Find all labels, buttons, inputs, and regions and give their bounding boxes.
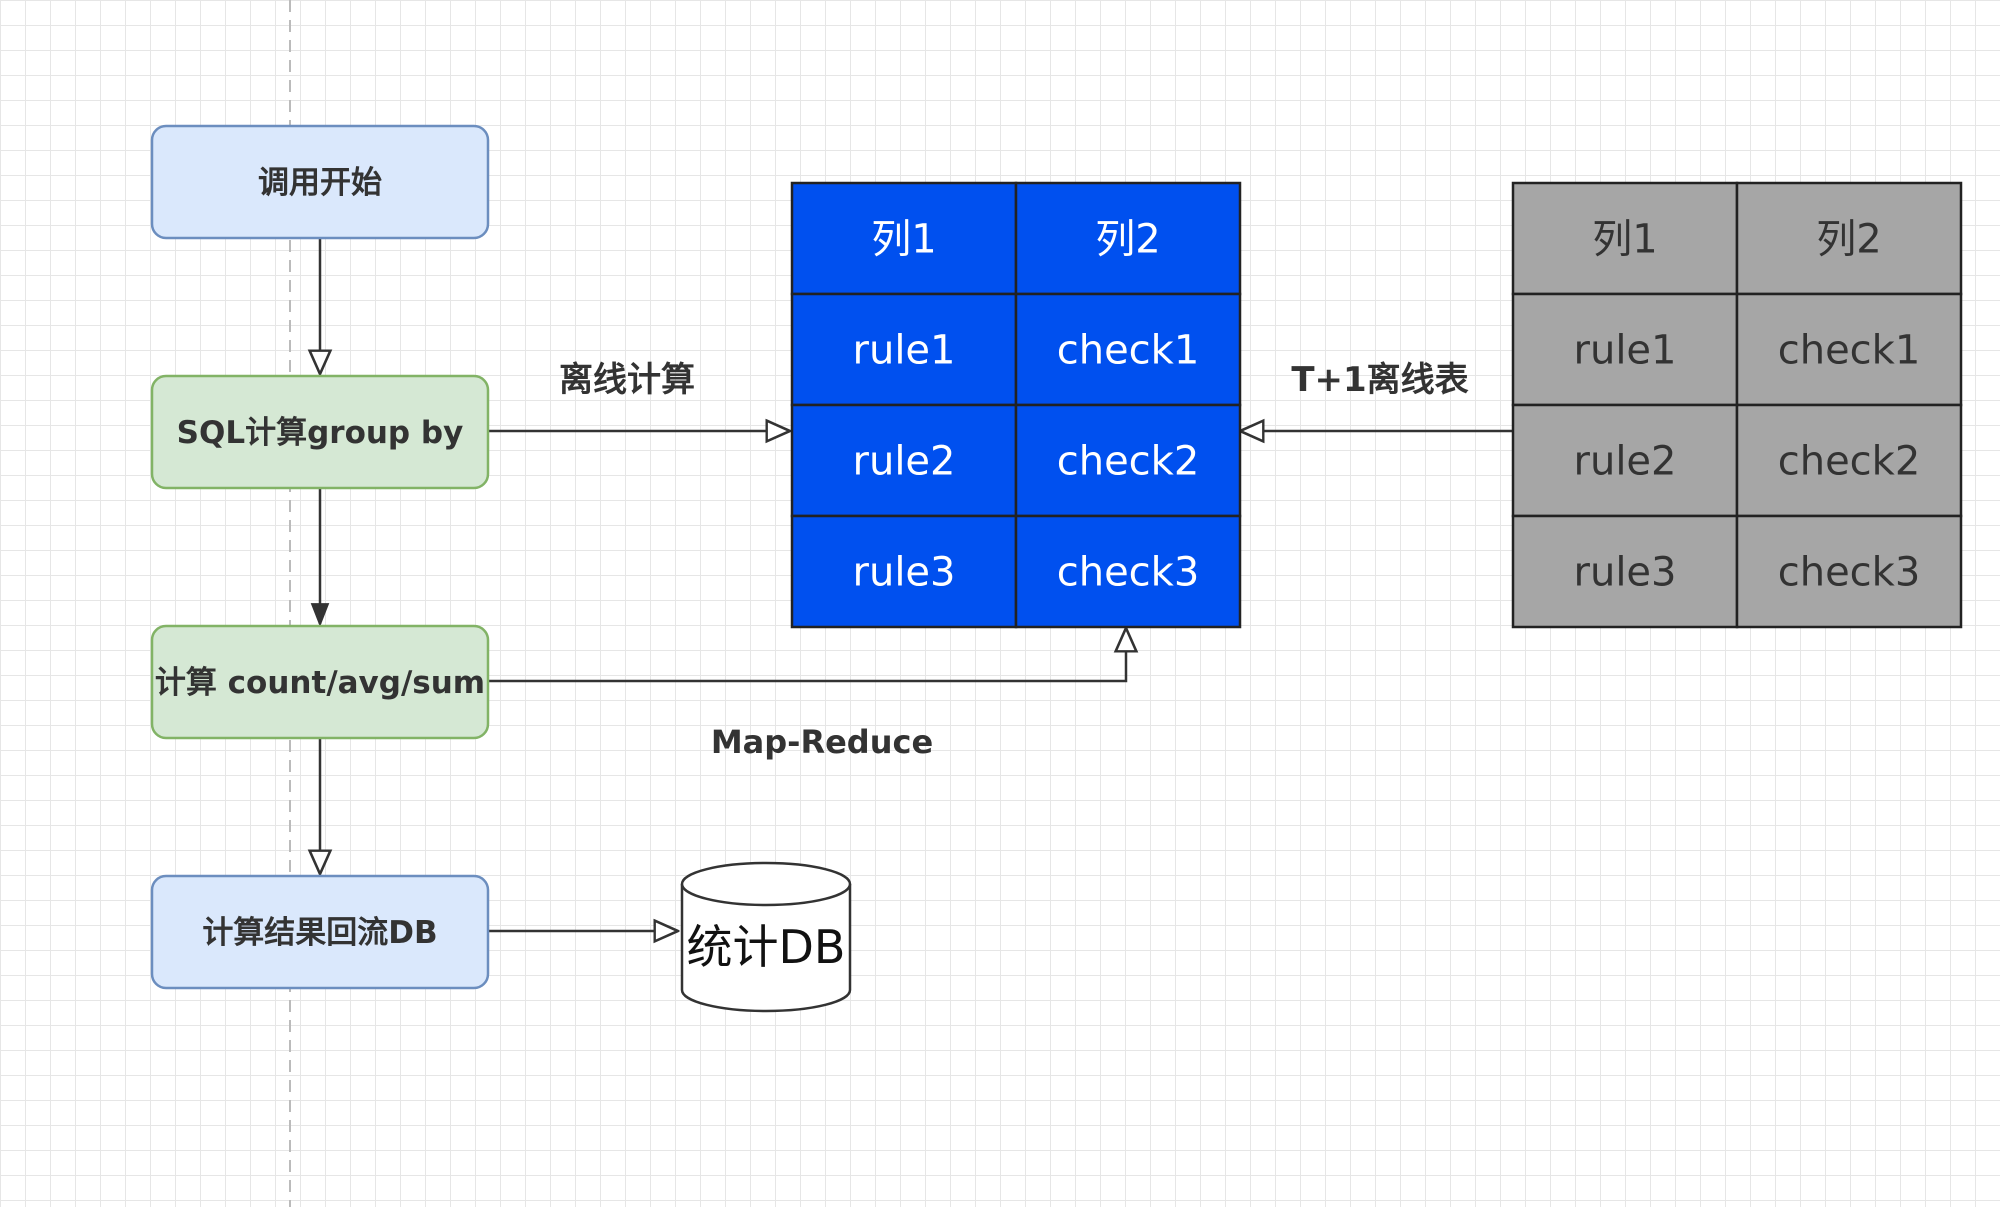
table-cell: rule3: [853, 550, 956, 596]
table-cell: check1: [1057, 328, 1200, 374]
database-cylinder: 统计DB: [680, 861, 852, 1013]
table-cell: rule2: [853, 439, 956, 485]
edges: [320, 238, 1512, 931]
table-cell-bg: [1735, 403, 1963, 518]
edge-label-offline-calc: 离线计算: [559, 360, 695, 400]
table-header-cell: 列2: [1095, 217, 1160, 263]
blue-table: 列1 列2 rule1 check1 rule2 check2 rule3 check3: [790, 181, 1242, 629]
table-cell: check2: [1057, 439, 1200, 485]
edge-label-map-reduce: Map-Reduce: [711, 723, 933, 761]
gray-table: 列1 列2 rule1 check1 rule2 check2 rule3 check3: [1511, 181, 1963, 629]
table-cell-bg: [1735, 514, 1963, 629]
table-cell: rule3: [1574, 550, 1677, 596]
edge-calc-to-blue-table: [488, 628, 1126, 683]
table-cell-bg: [1014, 403, 1242, 518]
flow-nodes: 调用开始 SQL计算group by 计算 count/avg/sum 计算结果回流D…: [150, 124, 490, 990]
db-top: [680, 861, 852, 907]
table-header-cell-bg: [1511, 181, 1739, 296]
table-header-cell: 列1: [871, 217, 936, 263]
table-cell: rule1: [853, 328, 956, 374]
flow-node-label: 计算 count/avg/sum: [155, 665, 485, 701]
flow-node-label: 调用开始: [258, 165, 382, 201]
table-cell-bg: [1014, 514, 1242, 629]
db-body: [680, 884, 852, 1013]
table-cell: check3: [1778, 550, 1921, 596]
table-cell-bg: [1511, 514, 1739, 629]
flow-node-box: [150, 124, 490, 240]
flow-node-calc: 计算 count/avg/sum: [150, 624, 490, 740]
table-cell: rule1: [1574, 328, 1677, 374]
table-cell: check1: [1778, 328, 1921, 374]
table-cell-bg: [1014, 292, 1242, 407]
table-cell-bg: [1511, 403, 1739, 518]
flow-node-flowback: 计算结果回流DB: [150, 874, 490, 990]
db-label: 统计DB: [687, 920, 846, 974]
flow-node-label: 计算结果回流DB: [202, 915, 437, 951]
flow-node-label: SQL计算group by: [177, 415, 464, 451]
flow-node-start: 调用开始: [150, 124, 490, 240]
edge-label-t1-offline-table: T+1离线表: [1291, 360, 1468, 400]
flow-node-box: [150, 374, 490, 490]
table-header-cell-bg: [1735, 181, 1963, 296]
table-cell: check3: [1057, 550, 1200, 596]
table-cell-bg: [1735, 292, 1963, 407]
flow-node-box: [150, 624, 490, 740]
table-header-cell: 列2: [1816, 217, 1881, 263]
flow-node-sql: SQL计算group by: [150, 374, 490, 490]
table-header-cell-bg: [1014, 181, 1242, 296]
flow-node-box: [150, 874, 490, 990]
table-cell: check2: [1778, 439, 1921, 485]
table-cell-bg: [1511, 292, 1739, 407]
table-cell: rule2: [1574, 439, 1677, 485]
table-header-cell: 列1: [1592, 217, 1657, 263]
